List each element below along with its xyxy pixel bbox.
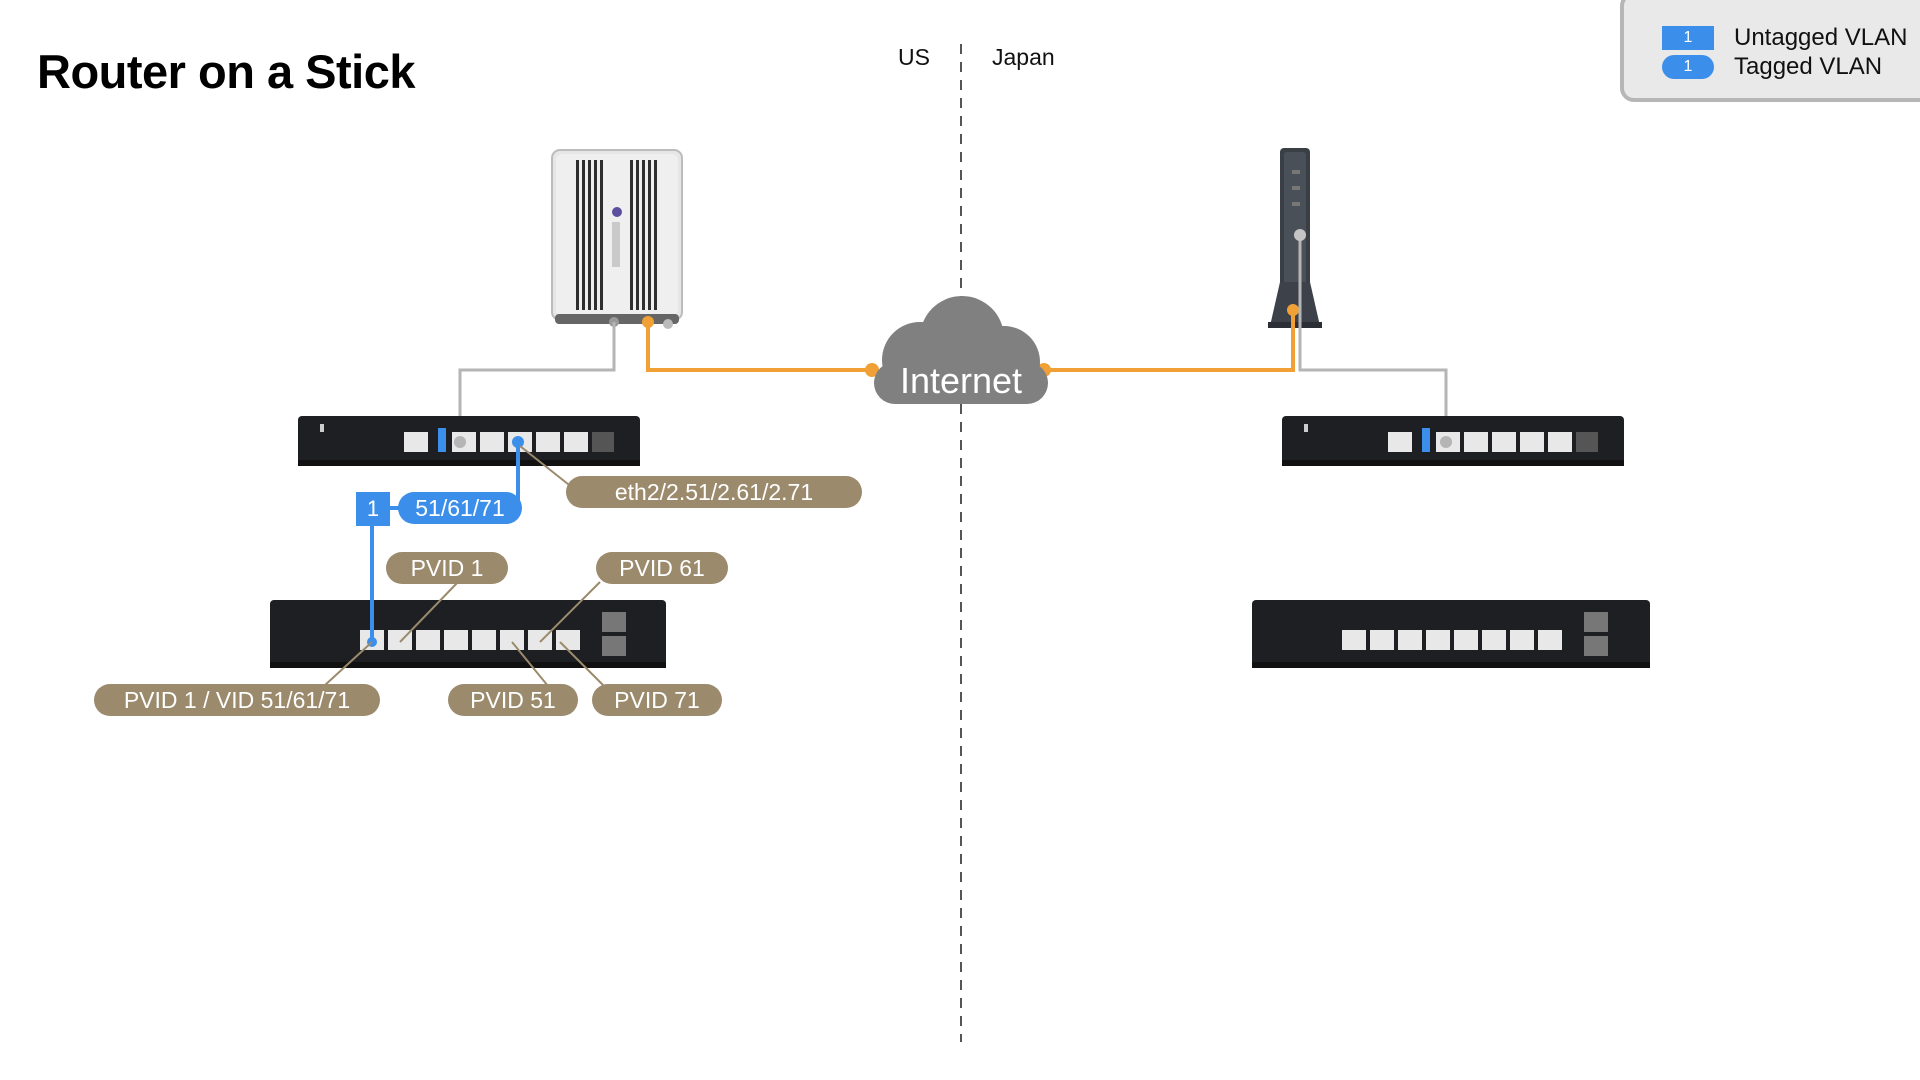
modem-us (551, 149, 683, 329)
internet-label: Internet (899, 360, 1023, 401)
label-leaders (323, 445, 605, 687)
page-title: Router on a Stick (37, 45, 416, 98)
cable-ont-router-jp (1298, 235, 1448, 442)
router-jp (1282, 416, 1624, 466)
switch-jp (1252, 600, 1650, 668)
label-pvid71: PVID 71 (592, 684, 722, 716)
label-pvid1-vid: PVID 1 / VID 51/61/71 (94, 684, 380, 716)
label-pvid61: PVID 61 (596, 552, 728, 584)
label-pvid1: PVID 1 (386, 552, 508, 584)
label-pvid51: PVID 51 (448, 684, 578, 716)
legend-tagged-label: Tagged VLAN (1734, 53, 1883, 80)
internet-cloud (874, 296, 1048, 404)
legend-untagged: 1 Untagged VLAN (1662, 24, 1908, 51)
region-label-japan: Japan (992, 44, 1055, 70)
switch-us (270, 600, 666, 668)
cable-modem-internet-us (646, 322, 872, 372)
legend-untagged-label: Untagged VLAN (1734, 24, 1908, 51)
cable-modem-router-us (458, 322, 616, 442)
router-us (298, 416, 640, 466)
legend-untagged-swatch: 1 (1662, 26, 1714, 50)
tagged-vlan-badge: 51/61/71 (398, 492, 522, 524)
legend-tagged: 1 Tagged VLAN (1662, 53, 1883, 80)
cable-internet-ont-jp (1044, 310, 1295, 372)
legend-tagged-swatch: 1 (1662, 55, 1714, 79)
legend: 1 Untagged VLAN 1 Tagged VLAN (1620, 0, 1920, 102)
untagged-vlan-badge: 1 (356, 492, 390, 526)
label-router-port: eth2/2.51/2.61/2.71 (566, 476, 862, 508)
region-label-us: US (898, 44, 930, 70)
